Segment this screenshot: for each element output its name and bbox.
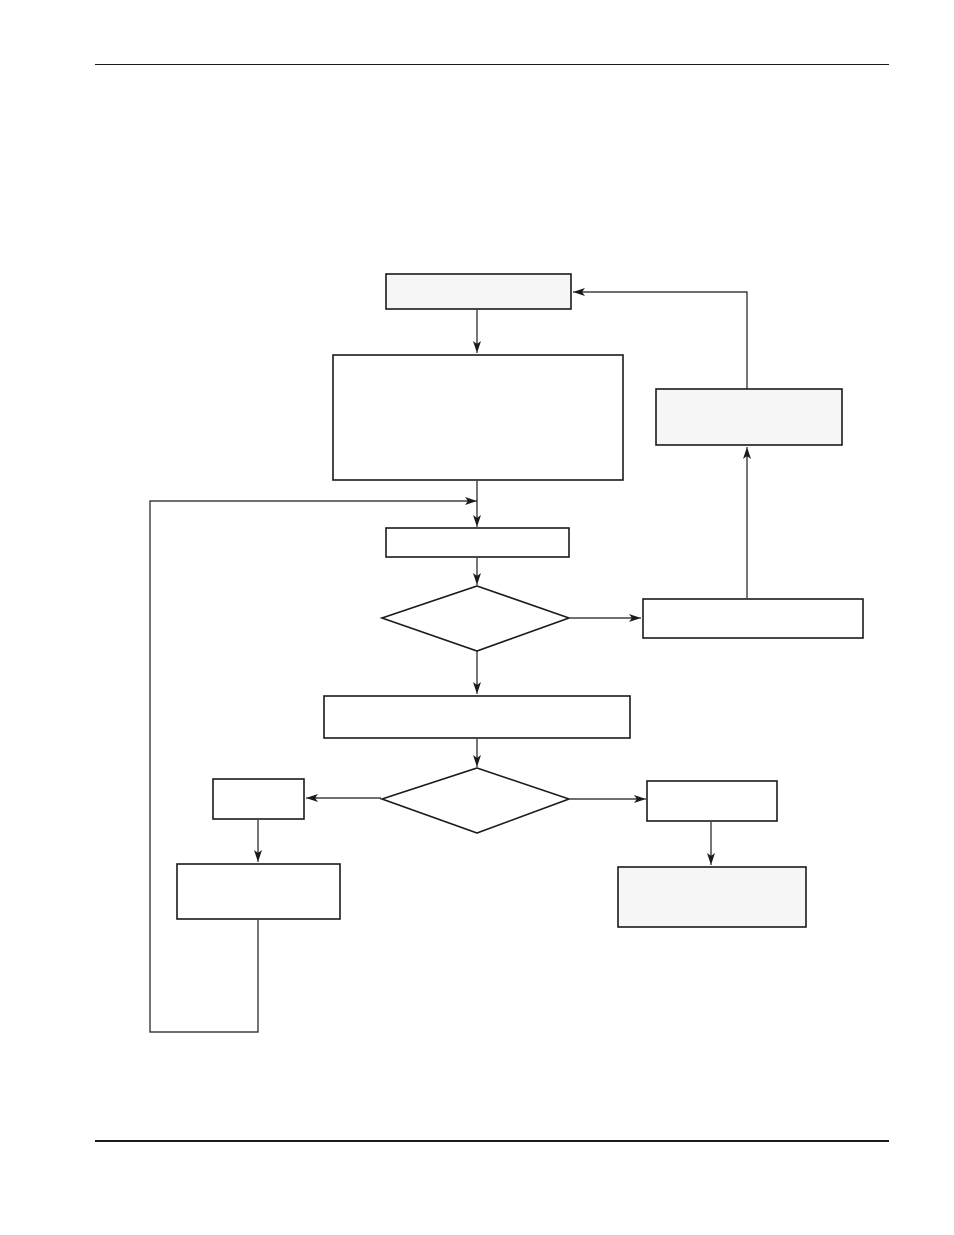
branch-right-box bbox=[642, 598, 864, 639]
nodes bbox=[176, 273, 864, 928]
connectors bbox=[149, 288, 751, 1033]
edge-feedback-to-start bbox=[573, 288, 748, 389]
wide-process-box bbox=[323, 695, 631, 739]
decision-2 bbox=[379, 767, 572, 834]
header-rule bbox=[95, 64, 889, 65]
edge-loop-back-to-step bbox=[149, 497, 477, 1033]
decision-1 bbox=[379, 585, 572, 652]
process-box-large bbox=[332, 354, 624, 481]
end-box bbox=[617, 866, 807, 928]
footer-rule bbox=[95, 1140, 889, 1142]
feedback-box bbox=[655, 388, 843, 446]
left-small-box bbox=[212, 778, 305, 820]
left-process-box bbox=[176, 863, 341, 920]
start-box bbox=[385, 273, 572, 310]
step-box bbox=[385, 527, 570, 558]
right-small-box bbox=[646, 780, 778, 822]
